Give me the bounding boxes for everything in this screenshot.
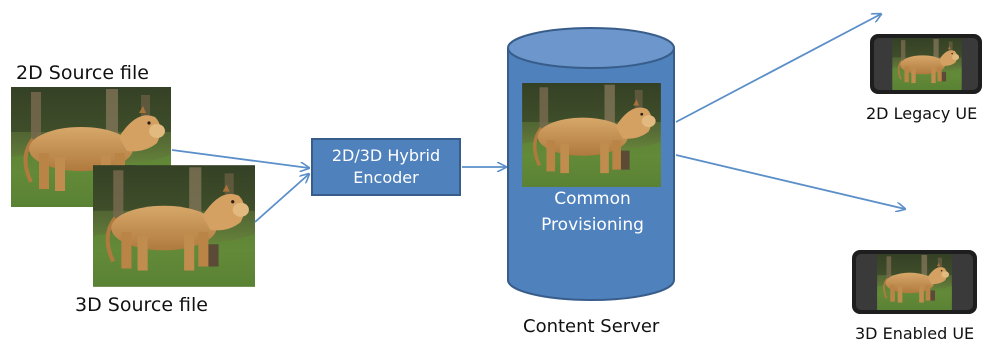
phone-3d-enabled-ue — [852, 250, 977, 314]
arrow-server-to-2d-ue — [675, 14, 881, 123]
arrow-3d-to-encoder — [254, 174, 309, 223]
hybrid-encoder-box: 2D/3D Hybrid Encoder — [311, 138, 461, 196]
label-2d-legacy-ue: 2D Legacy UE — [866, 104, 978, 123]
label-3d-enabled-ue: 3D Enabled UE — [855, 324, 975, 343]
encoder-label-line2: Encoder — [353, 168, 419, 187]
provisioning-label-line2: Provisioning — [541, 215, 644, 235]
arrow-2d-to-encoder — [171, 149, 309, 168]
label-2d-source-file: 2D Source file — [16, 62, 149, 84]
encoder-label-line1: 2D/3D Hybrid — [331, 146, 441, 165]
lion-image-3d-source — [93, 165, 255, 287]
label-3d-source-file: 3D Source file — [75, 294, 208, 316]
label-content-server: Content Server — [523, 316, 660, 337]
lion-image-server — [520, 83, 663, 187]
arrow-server-to-3d-ue — [675, 154, 905, 209]
provisioning-label-line1: Common — [554, 189, 631, 209]
phone-2d-legacy-ue — [870, 34, 982, 94]
